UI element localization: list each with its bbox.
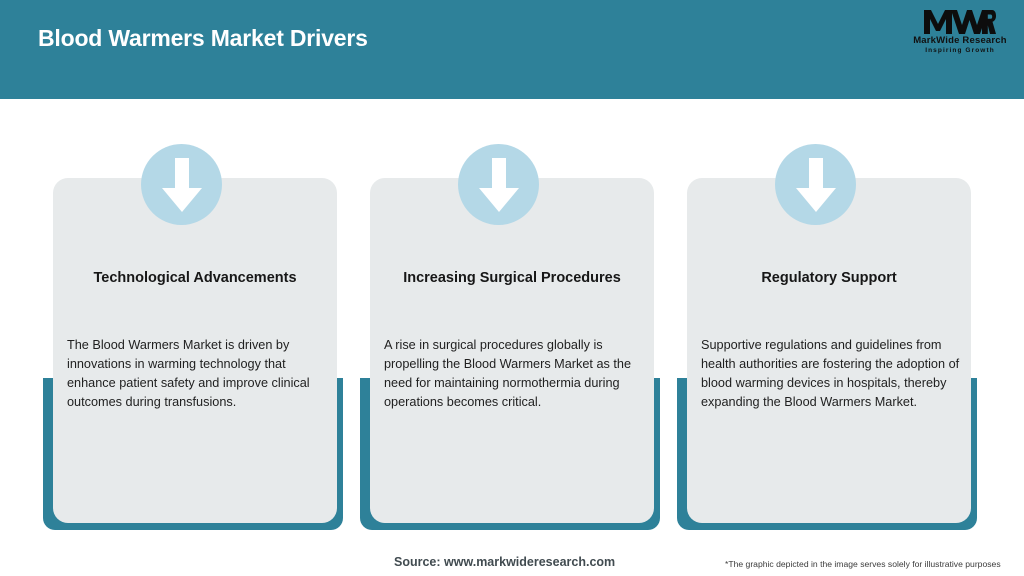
arrow-down-icon [775, 144, 856, 225]
driver-card-technological-advancements[interactable]: Technological Advancements The Blood War… [43, 99, 359, 531]
card-body-text: A rise in surgical procedures globally i… [384, 338, 632, 409]
arrow-down-icon [458, 144, 539, 225]
card-panel: Technological Advancements The Blood War… [53, 178, 337, 523]
card-heading: Regulatory Support [761, 270, 897, 286]
card-panel: Regulatory Support Supportive regulation… [687, 178, 971, 523]
driver-card-regulatory-support[interactable]: Regulatory Support Supportive regulation… [677, 99, 993, 531]
card-body-text: Supportive regulations and guidelines fr… [701, 338, 960, 409]
card-body-text: The Blood Warmers Market is driven by in… [67, 338, 310, 409]
card-panel: Increasing Surgical Procedures A rise in… [370, 178, 654, 523]
arrow-down-icon [141, 144, 222, 225]
logo-tagline: Inspiring Growth [925, 47, 995, 54]
driver-card-increasing-surgical-procedures[interactable]: Increasing Surgical Procedures A rise in… [360, 99, 676, 531]
card-heading: Technological Advancements [93, 270, 297, 286]
mwr-monogram-icon [908, 9, 1012, 35]
page-title: Blood Warmers Market Drivers [38, 25, 368, 51]
header-bar [0, 0, 1024, 99]
footer-source-label: Source: www.markwideresearch.com [394, 555, 616, 569]
logo-company-name: MarkWide Research [913, 35, 1007, 46]
footer-disclaimer-label: *The graphic depicted in the image serve… [725, 559, 1001, 569]
card-heading: Increasing Surgical Procedures [403, 270, 621, 286]
drivers-card-list: Technological Advancements The Blood War… [0, 99, 1024, 531]
markwide-research-logo: MarkWide Research Inspiring Growth [908, 9, 1012, 57]
